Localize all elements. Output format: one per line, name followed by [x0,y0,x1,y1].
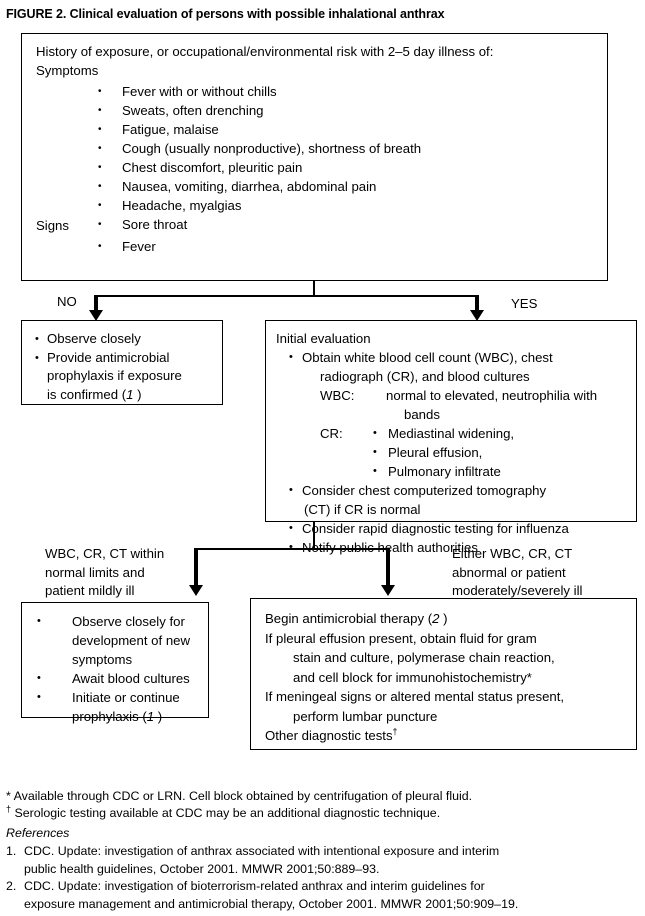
arrow-yes-shaft [475,295,479,313]
wbc-text: normal to elevated, neutrophilia with [386,388,598,403]
list-item: Pleural effusion, [276,443,597,462]
references-heading: References [6,826,70,840]
footnotes: * Available through CDC or LRN. Cell blo… [6,788,640,822]
list-item: Nausea, vomiting, diarrhea, abdominal pa… [36,177,421,196]
arrow-no-shaft [94,295,98,313]
references-list: 1. CDC. Update: investigation of anthrax… [6,843,640,913]
list-item: Sore throat [36,215,421,234]
reference-marker: 1 [146,709,155,724]
branch2-left-line1: WBC, CR, CT within [45,546,165,561]
dagger-footnote-marker: † [392,726,398,737]
list-item: Observe closely for development of new s… [32,612,190,669]
arrow-mild-shaft [194,548,198,586]
wbc-continuation: bands [404,407,440,422]
reference-number: 1. [6,844,17,858]
reference-2-line2: exposure management and antimicrobial th… [24,896,519,911]
branch2-right-line2: abnormal or patient [452,564,566,580]
therapy-line-3: stain and culture, polymerase chain reac… [293,650,555,665]
observe-item-2-line1: Await blood cultures [72,671,190,686]
observe-item-1-line3: symptoms [72,652,133,667]
dagger-marker: † [6,803,12,814]
branch2-right-line1: Either WBC, CR, CT [452,546,573,561]
connector-stem-top [313,281,315,296]
footnote-asterisk: * Available through CDC or LRN. Cell blo… [6,789,473,803]
list-item: 2. CDC. Update: investigation of bioterr… [6,878,640,913]
footnote-dagger: † Serologic testing available at CDC may… [6,803,441,820]
arrow-no-head [89,310,103,321]
connector-bar-branch2 [196,548,388,550]
observe-item-1-line2: development of new [72,633,191,648]
list-item: Fever [36,237,156,256]
antimicrobial-therapy-box: Begin antimicrobial therapy (2 ) If pleu… [250,598,637,750]
list-item: Fatigue, malaise [36,120,421,139]
symptoms-label: Symptoms [36,63,99,78]
reference-marker: 2 [432,611,440,626]
list-item: Pulmonary infiltrate [276,462,597,481]
observe-item-3-line2: prophylaxis (1 ) [72,709,163,724]
list-item: Observe closely [33,330,182,349]
reference-number: 2. [6,879,17,893]
signs-label: Signs [36,218,69,233]
list-item: Chest discomfort, pleuritic pain [36,158,421,177]
therapy-line-1: Begin antimicrobial therapy (2 ) [265,611,448,626]
reference-2-line1: CDC. Update: investigation of bioterrori… [24,879,485,893]
figure-title: FIGURE 2. Clinical evaluation of persons… [6,7,445,21]
therapy-line-6: perform lumbar puncture [293,708,438,724]
history-heading: History of exposure, or occupational/env… [36,44,494,59]
cr-row-1: CR: Mediastinal widening, [276,424,597,443]
initial-evaluation-box: Initial evaluation Obtain white blood ce… [265,320,637,557]
list-item: Consider chest computerized tomography [276,481,597,500]
list-item: 1. CDC. Update: investigation of anthrax… [6,843,640,878]
signs-list: Fever [36,237,156,256]
symptoms-list: Fever with or without chills Sweats, oft… [36,82,421,234]
therapy-line-4: and cell block for immunohistochemistry* [293,669,532,685]
list-item: Provide antimicrobial prophylaxis if exp… [33,349,182,405]
reference-1-line1: CDC. Update: investigation of anthrax as… [24,844,500,858]
arrow-mild-head [189,585,203,596]
observe-development-box: Observe closely for development of new s… [21,602,209,724]
branch-label-no: NO [57,294,77,309]
initial-evaluation-heading: Initial evaluation [276,331,371,346]
list-item: Notify public health authorities [276,538,597,557]
no-item-2-line1: Provide antimicrobial [47,349,170,365]
initial-bullet1-continuation: radiograph (CR), and blood cultures [320,369,530,384]
list-item: Initiate or continue prophylaxis (1 ) [32,688,190,726]
list-item: Fever with or without chills [36,82,421,101]
reference-marker: 1 [126,386,134,402]
wbc-row: WBC: normal to elevated, neutrophilia wi… [276,386,597,405]
therapy-line-5: If meningeal signs or altered mental sta… [265,689,565,704]
list-item: Headache, myalgias [36,196,421,215]
list-item: Await blood cultures [32,669,190,688]
arrow-severe-shaft [386,548,390,586]
list-item: Obtain white blood cell count (WBC), che… [276,348,597,367]
list-item: Sweats, often drenching [36,101,421,120]
connector-stem-branch2 [313,522,315,549]
arrow-severe-head [381,585,395,596]
therapy-line-7: Other diagnostic tests† [265,726,398,743]
observe-item-3-line1: Initiate or continue [72,690,180,705]
asterisk-marker: * [6,789,11,803]
connector-bar-branch1 [96,295,479,297]
branch2-label-left: WBC, CR, CT within normal limits and pat… [45,545,164,601]
list-item: Mediastinal widening, [276,426,514,441]
branch2-label-right: Either WBC, CR, CT abnormal or patient m… [452,545,582,601]
no-item-2-line2: prophylaxis if exposure [47,368,182,383]
history-exposure-box: History of exposure, or occupational/env… [21,33,608,281]
wbc-label: WBC: [320,388,355,403]
arrow-yes-head [470,310,484,321]
branch2-left-line2: normal limits and [45,564,145,580]
initial-bullet2-continuation: (CT) if CR is normal [304,502,421,517]
no-item-2-line3: is confirmed (1 ) [47,386,142,402]
no-item-1-line1: Observe closely [47,331,141,346]
list-item: Cough (usually nonproductive), shortness… [36,139,421,158]
therapy-line-2: If pleural effusion present, obtain flui… [265,630,537,646]
branch2-left-line3: patient mildly ill [45,583,135,598]
branch2-right-line3: moderately/severely ill [452,583,583,598]
list-item: Consider rapid diagnostic testing for in… [276,519,597,538]
branch-label-yes: YES [511,296,538,311]
observe-item-1-line1: Observe closely for [72,614,185,629]
reference-1-line2: public health guidelines, October 2001. … [24,861,380,876]
no-branch-observe-box: Observe closely Provide antimicrobial pr… [21,320,223,405]
